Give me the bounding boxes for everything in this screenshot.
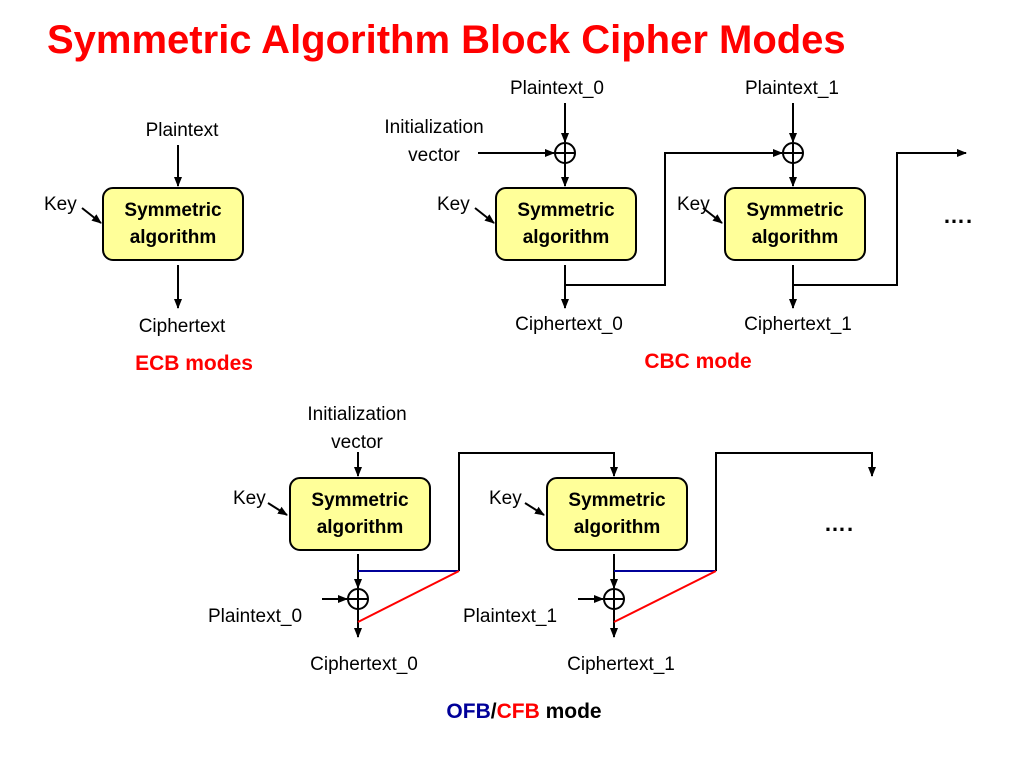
cbc-ciphertext1-label: Ciphertext_1 (744, 314, 852, 335)
cbc-chain0-arrow (565, 149, 783, 286)
cbc-symmetric-algorithm-box-0: Symmetric algorithm (495, 187, 637, 261)
ofb-ellipsis: …. (824, 511, 855, 536)
ofb-iv-label: Initialization vector (307, 401, 406, 457)
cbc-plaintext1-label: Plaintext_1 (744, 78, 840, 99)
ofb-chain1-arrow (715, 452, 876, 571)
box-label-line1: Symmetric (517, 200, 615, 221)
cbc-key0-arrow (474, 207, 495, 224)
ofb-symmetric-algorithm-box-0: Symmetric algorithm (289, 477, 431, 551)
ofb-iv-line1: Initialization (307, 404, 407, 425)
ecb-plaintext-label: Plaintext (145, 120, 219, 141)
cfb-caption-part: CFB (496, 700, 540, 723)
box-label-line2: algorithm (751, 227, 839, 248)
box-label-line2: algorithm (522, 227, 610, 248)
box-label-line2: algorithm (573, 517, 661, 538)
cbc-key0-label: Key (437, 194, 470, 215)
box-label-line1: Symmetric (124, 200, 222, 221)
page-title: Symmetric Algorithm Block Cipher Modes (47, 18, 846, 62)
ecb-key-label: Key (44, 194, 77, 215)
ofb-symmetric-algorithm-box-1: Symmetric algorithm (546, 477, 688, 551)
cbc-key1-label: Key (677, 194, 710, 215)
cfb-feedback0-line (357, 570, 460, 623)
ecb-symmetric-algorithm-box: Symmetric algorithm (102, 187, 244, 261)
ofb-plaintext0-label: Plaintext_0 (208, 606, 303, 627)
cbc-caption: CBC mode (644, 350, 752, 373)
ofb-ciphertext0-label: Ciphertext_0 (310, 654, 418, 675)
ofb-plaintext1-label: Plaintext_1 (463, 606, 558, 627)
ofb-key0-label: Key (233, 488, 266, 509)
ofb-chain0-arrow (458, 452, 618, 571)
cbc-plaintext0-label: Plaintext_0 (509, 78, 605, 99)
box-label-line1: Symmetric (746, 200, 844, 221)
ecb-key-arrow (81, 207, 102, 224)
ofb-key1-arrow (524, 502, 545, 516)
cbc-ciphertext0-label: Ciphertext_0 (515, 314, 623, 335)
mode-caption-part: mode (539, 700, 602, 723)
ecb-caption: ECB modes (135, 352, 253, 375)
cbc-ellipsis: …. (943, 203, 974, 228)
cbc-symmetric-algorithm-box-1: Symmetric algorithm (724, 187, 866, 261)
box-label-line1: Symmetric (311, 490, 409, 511)
caption-slash: / (490, 700, 497, 723)
box-label-line2: algorithm (316, 517, 404, 538)
box-label-line2: algorithm (129, 227, 217, 248)
cbc-iv-label: Initialization vector (384, 114, 483, 170)
box-label-line1: Symmetric (568, 490, 666, 511)
ofb-key1-label: Key (489, 488, 522, 509)
ecb-ciphertext-label: Ciphertext (138, 316, 226, 337)
cfb-feedback1-line (613, 570, 717, 623)
cbc-iv-line2: vector (408, 145, 460, 166)
cbc-key1-arrow (702, 207, 723, 224)
ofb-caption-part: OFB (446, 700, 491, 723)
ofb-iv-line2: vector (331, 432, 383, 453)
cbc-chain1-arrow (793, 149, 967, 286)
cbc-iv-line1: Initialization (384, 117, 484, 138)
ofb-key0-arrow (267, 502, 288, 516)
ofb-ciphertext1-label: Ciphertext_1 (567, 654, 675, 675)
ofb-cfb-caption: OFB/CFB mode (446, 700, 601, 724)
